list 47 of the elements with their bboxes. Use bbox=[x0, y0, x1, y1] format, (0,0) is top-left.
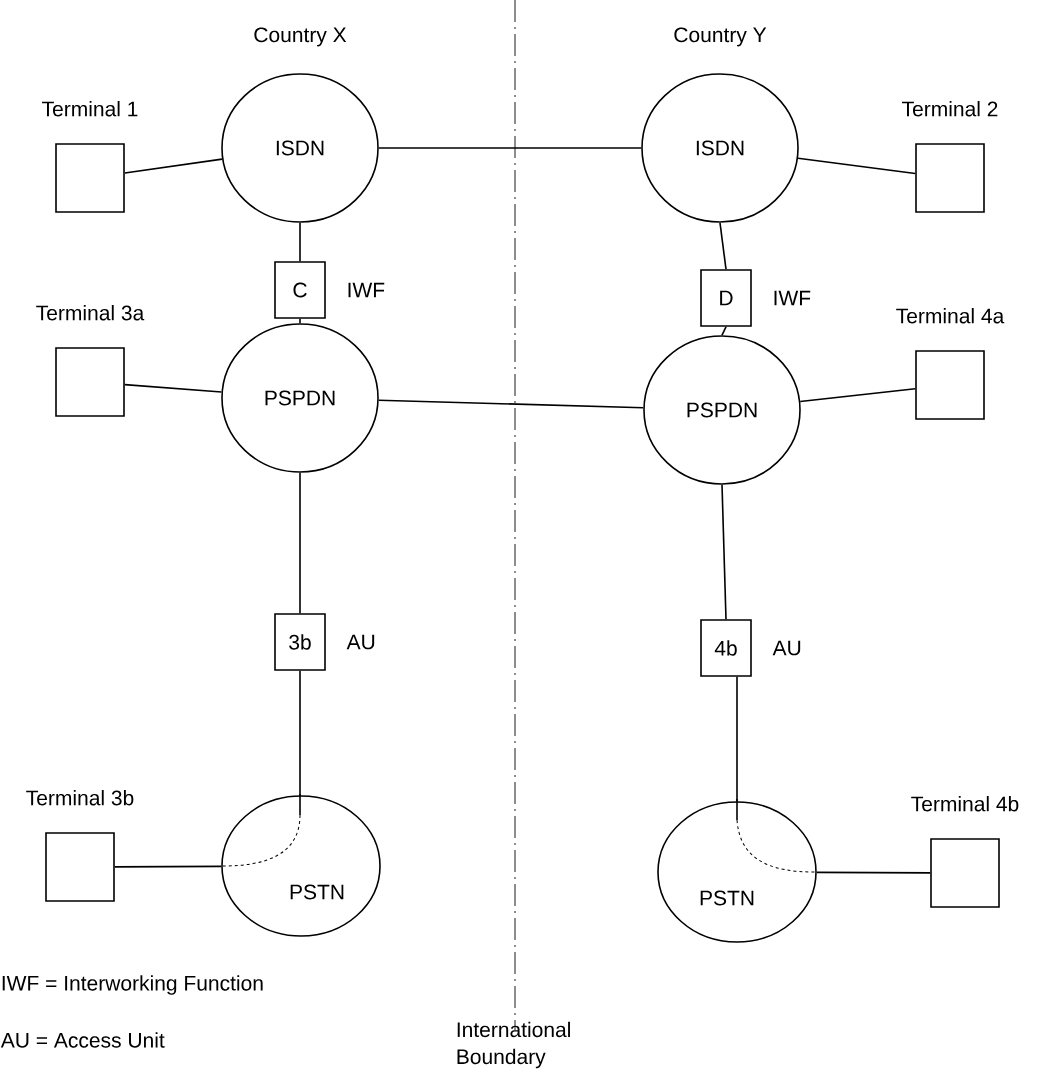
boundary-label: International Boundary bbox=[457, 1021, 570, 1069]
connector-line bbox=[736, 676, 738, 802]
node-caption: Country Y bbox=[674, 27, 767, 47]
connector-line bbox=[114, 865, 222, 868]
node-label: Terminal 4b bbox=[911, 795, 1019, 812]
legend-note: AU = Access Unit bbox=[0, 1032, 165, 1048]
connector-line bbox=[377, 399, 645, 409]
connector-line bbox=[721, 326, 727, 336]
terminal-box: Terminal 1 bbox=[42, 101, 138, 213]
node-label: Terminal 3a bbox=[36, 304, 145, 321]
connector-line bbox=[299, 222, 301, 262]
connector-line bbox=[816, 871, 931, 874]
legend-note: IWF = Interworking Function bbox=[2, 975, 263, 995]
network-cloud: PSTN bbox=[221, 795, 381, 937]
unit-box: D bbox=[700, 269, 752, 327]
terminal-box: Terminal 4b bbox=[911, 796, 1019, 908]
network-cloud: PSPDN bbox=[643, 335, 801, 485]
node-caption: AU bbox=[772, 640, 801, 656]
terminal-box: Terminal 3a bbox=[36, 305, 145, 417]
node-label: Terminal 4a bbox=[896, 307, 1005, 324]
node-caption: IWF bbox=[774, 290, 811, 306]
connector-line bbox=[799, 388, 916, 403]
network-cloud: PSTN bbox=[657, 801, 817, 943]
node-caption: IWF bbox=[348, 282, 385, 298]
connector-line bbox=[719, 222, 727, 270]
connector-line bbox=[124, 383, 223, 393]
connector-line bbox=[797, 157, 916, 175]
terminal-box: Terminal 2 bbox=[902, 101, 998, 213]
network-cloud: PSPDN bbox=[221, 323, 379, 473]
network-cloud: ISDN bbox=[641, 73, 799, 223]
node-label: Terminal 1 bbox=[42, 100, 138, 117]
node-label: Terminal 3b bbox=[26, 789, 134, 806]
terminal-box: Terminal 4a bbox=[896, 308, 1005, 420]
connector-line bbox=[299, 670, 301, 796]
unit-box: C bbox=[274, 261, 326, 319]
connector-line bbox=[721, 484, 727, 620]
unit-box: 3b bbox=[274, 613, 326, 671]
node-label: Terminal 2 bbox=[902, 100, 998, 117]
connector-line bbox=[124, 158, 223, 174]
node-caption: Country X bbox=[254, 27, 347, 47]
unit-box: 4b bbox=[700, 619, 752, 677]
terminal-box: Terminal 3b bbox=[26, 790, 134, 902]
connector-line bbox=[299, 318, 301, 324]
network-cloud: ISDN bbox=[221, 73, 379, 223]
connector-line bbox=[299, 472, 301, 614]
connector-line bbox=[378, 147, 642, 149]
node-caption: AU bbox=[346, 634, 375, 650]
